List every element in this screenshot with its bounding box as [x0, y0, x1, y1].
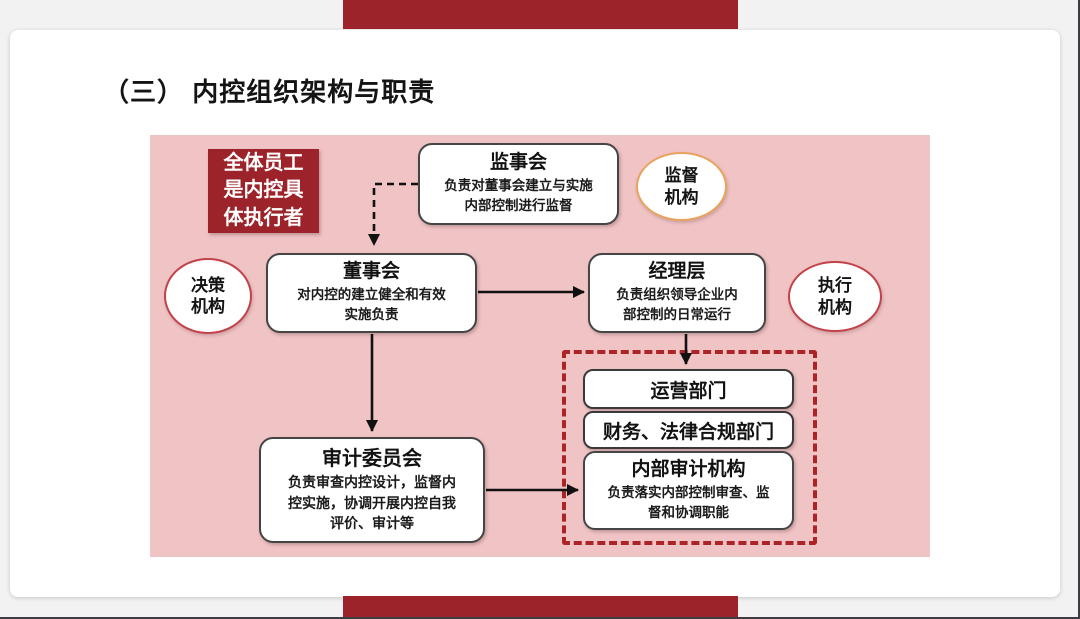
node-desc: 对内控的建立健全和有效 实施负责: [297, 287, 446, 323]
node-title: 审计委员会: [322, 447, 422, 470]
node-operations-dept: 运营部门: [583, 369, 794, 409]
badge-line: 体执行者: [223, 206, 304, 229]
ellipse-decision-org: 决策 机构: [164, 258, 252, 334]
node-audit-committee: 审计委员会 负责审查内控设计，监督内 控实施，协调开展内控自我 评价、审计等: [259, 437, 485, 543]
node-title: 经理层: [648, 261, 706, 283]
node-title: 监事会: [489, 152, 547, 174]
node-desc: 负责审查内控设计，监督内 控实施，协调开展内控自我 评价、审计等: [288, 473, 456, 532]
node-supervisory-board: 监事会 负责对董事会建立与实施 内部控制进行监督: [418, 143, 619, 225]
node-title: 内部审计机构: [631, 458, 746, 480]
node-management-level: 经理层 负责组织领导企业内 部控制的日常运行: [588, 253, 766, 333]
window-edge-bottom: [0, 617, 1080, 619]
window-edge-right: [1078, 0, 1080, 619]
node-internal-audit-org: 内部审计机构 负责落实内部控制审查、监 督和协调职能: [583, 451, 794, 530]
page-title: （三） 内控组织架构与职责: [103, 77, 436, 107]
node-finance-legal-compliance-dept: 财务、法律合规部门: [583, 411, 794, 449]
node-desc: 负责组织领导企业内 部控制的日常运行: [616, 287, 738, 323]
node-desc: 负责落实内部控制审查、监 督和协调职能: [607, 484, 770, 520]
group-executing-departments: [562, 350, 817, 545]
ellipse-supervision-org: 监督 机构: [636, 152, 727, 221]
node-title: 董事会: [342, 261, 400, 283]
top-accent-bar: [343, 0, 738, 29]
node-desc: 负责对董事会建立与实施 内部控制进行监督: [444, 178, 593, 214]
ellipse-execution-org: 执行 机构: [788, 261, 882, 332]
node-board-of-directors: 董事会 对内控的建立健全和有效 实施负责: [266, 253, 477, 333]
bottom-accent-bar: [343, 596, 738, 617]
badge-line: 全体员工: [223, 151, 304, 174]
badge-all-staff-executors: 全体员工 是内控具 体执行者: [208, 149, 319, 233]
badge-line: 是内控具: [223, 179, 304, 202]
